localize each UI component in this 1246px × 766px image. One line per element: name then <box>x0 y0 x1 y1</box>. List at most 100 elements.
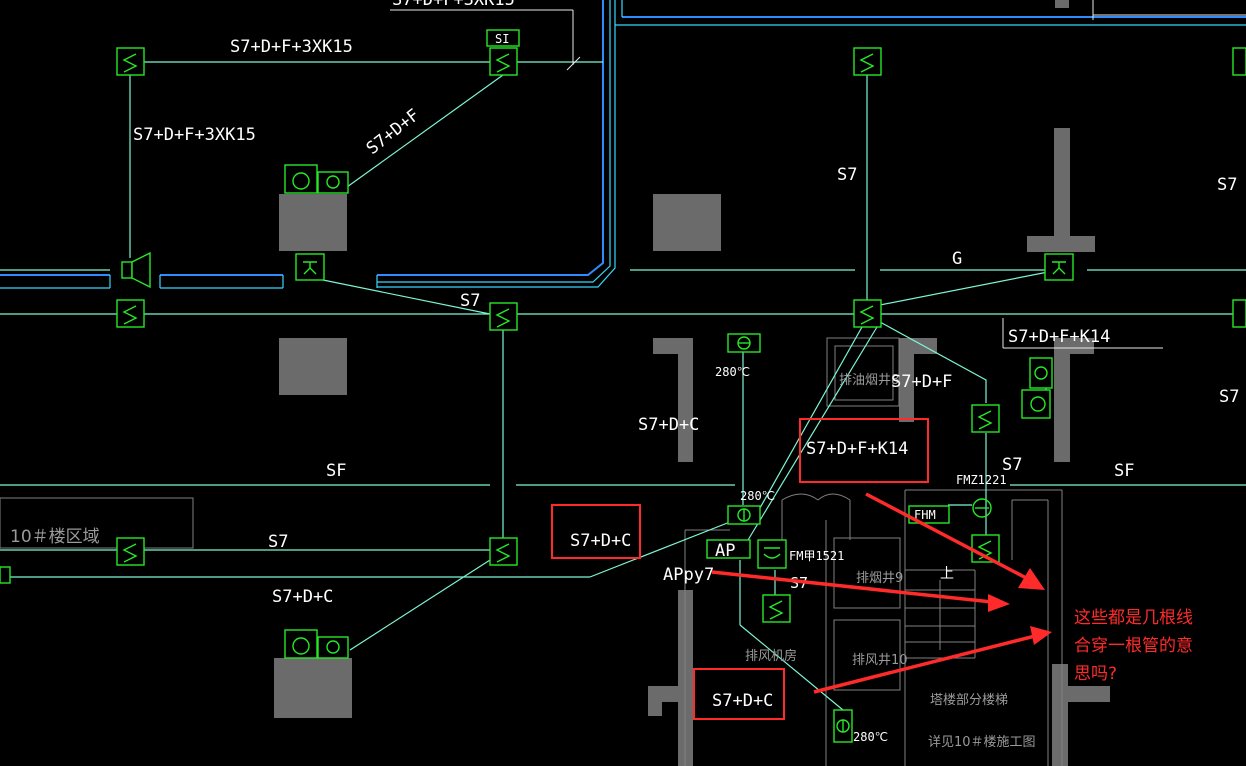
wall <box>899 338 914 422</box>
highlight-box <box>799 418 929 483</box>
smoke-detector-icon <box>853 299 882 328</box>
label: 详见10＃楼施工图 <box>928 735 1036 750</box>
wall <box>1027 236 1095 252</box>
label: AP <box>715 541 735 561</box>
wall <box>1054 338 1094 354</box>
smoke-detector-icon <box>1232 47 1246 76</box>
smoke-detector-icon <box>116 537 145 566</box>
ducts <box>0 0 1246 289</box>
wall <box>1052 686 1110 702</box>
fire-bell-icon <box>284 164 349 194</box>
arrow <box>813 634 1036 694</box>
walls <box>274 0 1110 766</box>
label: SF <box>326 461 346 481</box>
label: S7+D+F+K14 <box>1008 327 1110 347</box>
fire-damper-icon <box>833 709 853 743</box>
column <box>279 338 347 395</box>
label: 280℃ <box>715 365 750 379</box>
label: S7 <box>1217 175 1237 195</box>
arrow <box>711 570 993 604</box>
fhm-module-icon <box>908 505 950 524</box>
label: 排油烟井8 <box>839 373 899 388</box>
smoke-detector-icon <box>853 47 882 76</box>
label: S7+D+F+3XK15 <box>230 37 353 57</box>
label: S7+D+F <box>363 105 424 159</box>
devices <box>0 29 1246 743</box>
label: 排烟井9 <box>856 571 903 586</box>
label: S7 <box>1219 387 1239 407</box>
label: S7 <box>837 165 857 185</box>
label: SF <box>1114 461 1134 481</box>
label: 280℃ <box>740 489 775 503</box>
label: 塔楼部分楼梯 <box>930 693 1008 708</box>
column <box>274 658 352 718</box>
si-module-icon <box>486 29 520 47</box>
manual-alarm-icon <box>1044 253 1074 281</box>
label: G <box>952 249 962 269</box>
highlight-label: S7+D+C <box>570 531 631 551</box>
highlight-label: S7+D+C <box>712 691 773 711</box>
label: S7+D+F+3XK15 <box>133 125 256 145</box>
annotation-line: 合穿一根管的意 <box>1074 636 1193 656</box>
column <box>279 194 347 251</box>
fire-damper-icon <box>727 333 761 353</box>
label: 10＃楼区域 <box>10 527 100 547</box>
architecture-lines <box>0 337 1063 766</box>
manual-alarm-icon <box>295 253 325 281</box>
annotation-text: 这些都是几根线 合穿一根管的意 思吗? <box>1074 608 1193 684</box>
wall <box>1054 128 1070 238</box>
wall <box>648 686 662 716</box>
label: SI <box>495 32 509 46</box>
label: 排风井10 <box>852 653 908 668</box>
label: S7+D+C <box>272 587 333 607</box>
leader-lines <box>390 0 1246 349</box>
label: S7 <box>268 532 288 552</box>
wiring <box>0 61 1246 711</box>
label: S7+D+C <box>638 415 699 435</box>
fire-bell-icon <box>1021 357 1053 419</box>
wall <box>1055 0 1069 8</box>
annotation-arrows <box>711 492 1052 694</box>
speaker-icon <box>121 251 151 289</box>
drawing-labels: S7+D+F+3XK15 S7+D+F+3XK15 S7+D+F+3XK15 S… <box>10 0 1239 750</box>
label: S7 <box>460 291 480 311</box>
arrowhead-icon <box>1030 626 1052 645</box>
arrowhead-icon <box>1018 568 1045 590</box>
fan-icon <box>757 539 787 569</box>
smoke-detector-icon <box>1232 299 1246 328</box>
annotation-line: 思吗? <box>1074 664 1117 684</box>
label: APpy7 <box>663 565 714 585</box>
wall <box>1054 338 1070 462</box>
wall <box>678 338 693 462</box>
label: FMZ1221 <box>956 473 1007 487</box>
highlight-box <box>693 668 785 720</box>
smoke-detector-icon <box>762 594 791 623</box>
input-module-icon <box>0 566 11 584</box>
label: 上 <box>940 566 954 582</box>
smoke-detector-icon <box>489 302 518 331</box>
fire-bell-icon <box>284 629 349 659</box>
label: FM甲1521 <box>789 549 844 563</box>
highlight-boxes: S7+D+F+K14 S7+D+C S7+D+C <box>551 418 929 720</box>
highlight-label: S7+D+F+K14 <box>806 439 908 459</box>
column <box>653 194 721 251</box>
label: S7+D+F+3XK15 <box>392 0 515 10</box>
smoke-detector-icon <box>971 404 1000 433</box>
label: FHM <box>914 508 936 522</box>
arrowhead-icon <box>988 594 1010 612</box>
highlight-box <box>551 504 641 559</box>
wall <box>1052 664 1068 766</box>
arrow <box>865 492 1031 582</box>
smoke-detector-icon <box>116 299 145 328</box>
smoke-detector-icon <box>489 47 518 76</box>
label: 排风机房 <box>745 648 797 664</box>
label: S7+D+F <box>891 372 952 392</box>
annotation-line: 这些都是几根线 <box>1074 608 1193 628</box>
smoke-detector-icon <box>489 537 518 566</box>
label: S7 <box>1002 455 1022 475</box>
fire-damper-icon <box>972 498 992 518</box>
fire-damper-icon <box>727 505 761 525</box>
label: 280℃ <box>853 730 888 744</box>
ap-box-icon <box>706 539 751 559</box>
